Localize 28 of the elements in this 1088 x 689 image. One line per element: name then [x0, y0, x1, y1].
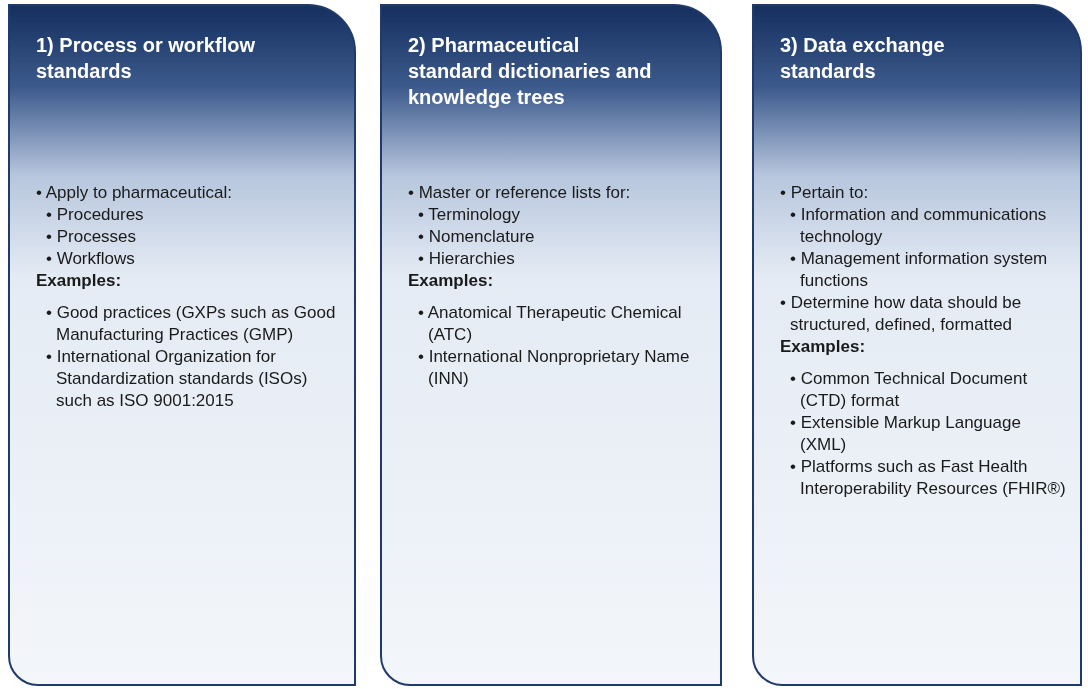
list-item: • Terminology [418, 204, 522, 226]
list-item: • Information and communications technology [790, 204, 1048, 248]
list-item: • Management information system functions [790, 248, 1049, 292]
category-card [380, 4, 722, 686]
list-item: • Workflows [46, 248, 136, 270]
card-heading: 1) Process or workflow standards [36, 33, 256, 84]
list-item: • Pertain to: [780, 182, 870, 204]
card-heading: 3) Data exchange standards [780, 33, 946, 84]
list-item: • Platforms such as Fast Health Interoperability Resources (FHIR®) [790, 456, 1066, 500]
list-item: • Hierarchies [418, 248, 516, 270]
list-item: • Determine how data should be structured, defined, formatted [780, 292, 1023, 336]
section-heading: Examples: [408, 270, 495, 292]
list-item: • International Nonproprietary Name (INN) [418, 346, 691, 390]
section-heading: Examples: [36, 270, 123, 292]
section-heading: Examples: [780, 336, 867, 358]
list-item: • Extensible Markup Language (XML) [790, 412, 1022, 456]
list-item: • Common Technical Document (CTD) format [790, 368, 1029, 412]
list-item: • Procedures [46, 204, 145, 226]
list-item: • Master or reference lists for: [408, 182, 632, 204]
list-item: • International Organization for Standardization standards (ISOs) such as ISO 9001:2015 [46, 346, 309, 412]
list-item: • Nomenclature [418, 226, 536, 248]
card-heading: 2) Pharmaceutical standard dictionaries and knowledge trees [408, 33, 653, 110]
category-card [8, 4, 356, 686]
list-item: • Good practices (GXPs such as Good Manufacturing Practices (GMP) [46, 302, 337, 346]
list-item: • Apply to pharmaceutical: [36, 182, 233, 204]
category-card [752, 4, 1082, 686]
list-item: • Anatomical Therapeutic Chemical (ATC) [418, 302, 683, 346]
list-item: • Processes [46, 226, 138, 248]
